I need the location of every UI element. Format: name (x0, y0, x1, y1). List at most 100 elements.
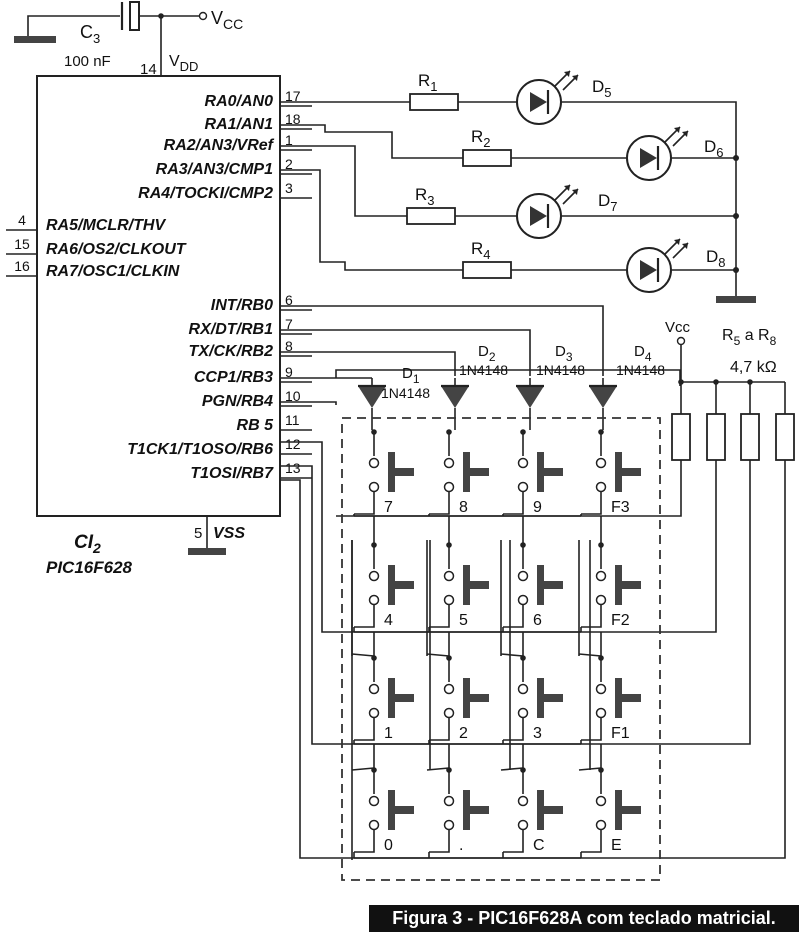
capacitor-c3 (14, 1, 208, 76)
d6-sub: 6 (716, 145, 723, 160)
ic-pin-number: 18 (285, 111, 301, 127)
led-section (280, 70, 756, 303)
ic-pin-number: 15 (14, 236, 30, 252)
key-label: F1 (611, 725, 630, 742)
ic-pin-name: RA6/OS2/CLKOUT (46, 241, 187, 258)
ic-pin-number: 13 (285, 460, 301, 476)
d3-sub: 3 (566, 350, 573, 364)
svg-text:CI2: CI2 (74, 532, 101, 556)
ic-pin-name: RX/DT/RB1 (189, 321, 274, 338)
ic-pin-number: 3 (285, 180, 293, 196)
cap-ref-sub: 3 (93, 31, 100, 46)
ic-ref-sub: 2 (92, 540, 101, 556)
ic-pin-name: PGN/RB4 (202, 393, 273, 410)
svg-text:R1: R1 (418, 71, 438, 94)
pullup-sub1: 5 (734, 334, 741, 348)
vcc-top-label: V (211, 8, 223, 28)
diode-d1 (358, 378, 386, 430)
vdd-pin-number: 14 (140, 61, 157, 78)
key-label: 2 (459, 725, 468, 742)
ic-pin-number: 6 (285, 292, 293, 308)
ic-pin-name: RA5/MCLR/THV (46, 217, 166, 234)
svg-text:D2: D2 (478, 343, 496, 364)
led-d6 (626, 126, 689, 181)
d1-part: 1N4148 (381, 385, 430, 401)
ic-pin-number: 12 (285, 436, 301, 452)
svg-text:R4: R4 (471, 239, 491, 262)
ic-pin-number: 10 (285, 388, 301, 404)
key-label: C (533, 837, 545, 854)
keypad-key: 7 (354, 429, 414, 545)
svg-text:C3: C3 (80, 22, 100, 46)
ic-pin-number: 7 (285, 316, 293, 332)
diode-d3 (516, 378, 544, 430)
key-label: F2 (611, 612, 630, 629)
vdd-label: V (169, 53, 180, 70)
key-label: 4 (384, 612, 393, 629)
key-label: 1 (384, 725, 393, 742)
pullup-network (280, 336, 795, 859)
column-diodes (358, 378, 617, 430)
diode-d2 (441, 378, 469, 430)
ic-pin-number: 16 (14, 258, 30, 274)
d8-sub: 8 (718, 255, 725, 270)
key-label: 6 (533, 612, 542, 629)
keypad-key: 4 (354, 542, 414, 658)
key-label: 9 (533, 499, 542, 516)
vcc-top-sub: CC (223, 16, 243, 32)
svg-text:VDD: VDD (169, 53, 198, 74)
r2-ref: R (471, 127, 483, 146)
figure-caption: Figura 3 - PIC16F628A com teclado matric… (369, 905, 799, 932)
pullup-ref: R (722, 327, 734, 344)
keypad-key: 2 (429, 655, 489, 770)
keypad-key: 1 (354, 655, 414, 770)
r4-ref: R (471, 239, 483, 258)
key-label: F3 (611, 499, 630, 516)
keypad-key: . (429, 767, 489, 854)
ic-pin-name: T1OSI/RB7 (190, 465, 274, 482)
ic-pin-name: TX/CK/RB2 (189, 343, 274, 360)
ic-pin-name: RA7/OSC1/CLKIN (46, 263, 180, 280)
key-label: 3 (533, 725, 542, 742)
key-label: 0 (384, 837, 393, 854)
svg-text:R2: R2 (471, 127, 491, 150)
r4-sub: 4 (483, 247, 490, 262)
ic-pin-name: RA4/TOCKI/CMP2 (138, 185, 273, 202)
ic-left-pins: 4 RA5/MCLR/THV 15 RA6/OS2/CLKOUT 16 RA7/OSC1/… (6, 212, 187, 280)
d4-sub: 4 (645, 350, 652, 364)
led-d5 (516, 70, 579, 125)
r2-sub: 2 (483, 135, 490, 150)
d4-ref: D (634, 343, 645, 360)
svg-text:D7: D7 (598, 191, 618, 214)
ic-pin-name: T1CK1/T1OSO/RB6 (127, 441, 273, 458)
key-label: . (459, 837, 463, 854)
keypad-key: E (581, 767, 641, 854)
ic-pin-number: 1 (285, 132, 293, 148)
keypad-outline (341, 417, 661, 881)
cap-ref: C (80, 22, 93, 42)
vdd-sub: DD (180, 59, 199, 74)
ic-pin-name: RB 5 (237, 417, 275, 434)
svg-text:R3: R3 (415, 185, 435, 208)
d1-sub: 1 (413, 372, 420, 386)
diode-section (280, 305, 681, 386)
keypad-key: 8 (429, 429, 489, 545)
pullup-sub2: 8 (770, 334, 777, 348)
ic-body (36, 75, 281, 517)
ic-pin-name: RA1/AN1 (205, 116, 274, 133)
d5-ref: D (592, 77, 604, 96)
diode-d4 (589, 378, 617, 430)
keypad-key: C (503, 767, 563, 854)
d2-part: 1N4148 (459, 362, 508, 378)
svg-text:D8: D8 (706, 247, 726, 270)
ic-pin-name: RA2/AN3/VRef (164, 137, 275, 154)
r3-ref: R (415, 185, 427, 204)
ic-pin-number: 4 (18, 212, 26, 228)
d2-ref: D (478, 343, 489, 360)
key-label: 5 (459, 612, 468, 629)
cap-value: 100 nF (64, 53, 111, 70)
d3-part: 1N4148 (536, 362, 585, 378)
r1-ref: R (418, 71, 430, 90)
